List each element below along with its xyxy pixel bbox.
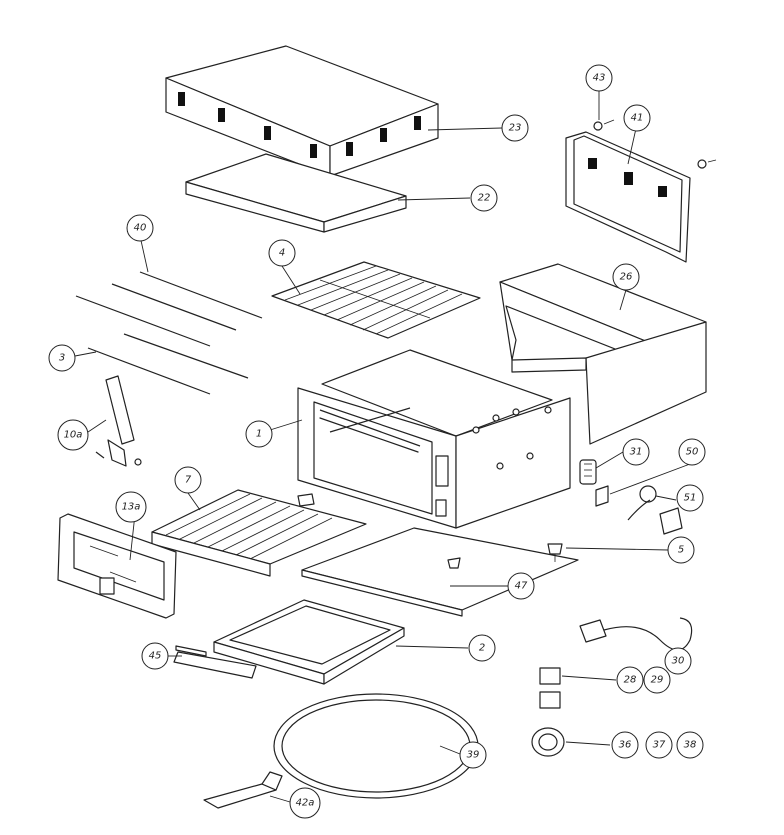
svg-text:10a: 10a (64, 430, 83, 441)
part-41-back-panel (565, 119, 717, 263)
svg-text:50: 50 (686, 447, 699, 458)
part-23-top-cover (165, 45, 439, 177)
part-51-thermostat (627, 485, 683, 535)
svg-text:23: 23 (509, 123, 522, 134)
part-5-foot (547, 543, 563, 562)
svg-text:2: 2 (479, 643, 485, 654)
callout-13a: 13a (115, 491, 147, 523)
part-22-inner-cover (185, 153, 407, 233)
part-36-knob (531, 727, 565, 757)
svg-text:29: 29 (651, 675, 664, 686)
callout-30: 30 (664, 647, 692, 675)
svg-text:36: 36 (619, 740, 632, 751)
svg-text:45: 45 (149, 651, 162, 662)
callout-43: 43 (585, 64, 613, 92)
part-2-crumb-tray (213, 599, 405, 685)
callout-40: 40 (126, 214, 154, 242)
svg-text:42a: 42a (296, 798, 315, 809)
callout-37: 37 (645, 731, 673, 759)
callout-23: 23 (501, 114, 529, 142)
part-39-ring (273, 693, 479, 799)
part-7-grill-rack (151, 489, 367, 577)
svg-text:3: 3 (59, 353, 65, 364)
callout-5: 5 (667, 536, 695, 564)
svg-text:51: 51 (684, 493, 697, 504)
callout-47: 47 (507, 572, 535, 600)
callout-3: 3 (48, 344, 76, 372)
callout-39: 39 (459, 741, 487, 769)
svg-text:22: 22 (478, 193, 491, 204)
svg-text:41: 41 (631, 113, 644, 124)
part-10a-bracket (95, 375, 142, 467)
callout-10a: 10a (57, 419, 89, 451)
svg-text:7: 7 (185, 475, 192, 486)
callout-42a: 42a (289, 787, 321, 819)
part-50-bracket (595, 485, 609, 507)
callout-22: 22 (470, 184, 498, 212)
callout-38: 38 (676, 731, 704, 759)
callout-36: 36 (611, 731, 639, 759)
callout-26: 26 (612, 263, 640, 291)
svg-text:43: 43 (593, 73, 606, 84)
svg-text:13a: 13a (122, 502, 141, 513)
part-47-base-plate (301, 527, 579, 617)
callout-7: 7 (174, 466, 202, 494)
callout-51: 51 (676, 484, 704, 512)
svg-text:39: 39 (467, 750, 480, 761)
svg-text:30: 30 (672, 656, 685, 667)
part-3-heating-element (87, 347, 211, 395)
part-42a-scraper (203, 771, 283, 809)
callout-4: 4 (268, 239, 296, 267)
callout-1: 1 (245, 420, 273, 448)
callout-28: 28 (616, 666, 644, 694)
part-28-switch (539, 667, 561, 709)
callout-31: 31 (622, 438, 650, 466)
svg-text:38: 38 (684, 740, 697, 751)
part-13a-door (57, 513, 177, 619)
svg-text:40: 40 (134, 223, 147, 234)
part-40-heating-elements (75, 271, 263, 379)
svg-text:26: 26 (620, 272, 633, 283)
svg-text:1: 1 (256, 429, 262, 440)
part-45-handle (173, 645, 257, 679)
part-1-oven-chamber (297, 349, 571, 529)
callout-50: 50 (678, 438, 706, 466)
callout-2: 2 (468, 634, 496, 662)
callout-29: 29 (643, 666, 671, 694)
callout-45: 45 (141, 642, 169, 670)
svg-text:28: 28 (624, 675, 637, 686)
svg-text:31: 31 (630, 447, 643, 458)
part-30-power-cord (579, 617, 693, 651)
svg-text:4: 4 (279, 248, 285, 259)
svg-text:5: 5 (678, 545, 684, 556)
part-26-outer-casing (499, 263, 707, 445)
part-31-bushing (579, 459, 597, 485)
part-4-upper-rack (271, 261, 481, 339)
svg-text:47: 47 (515, 581, 528, 592)
svg-text:37: 37 (653, 740, 666, 751)
callout-41: 41 (623, 104, 651, 132)
